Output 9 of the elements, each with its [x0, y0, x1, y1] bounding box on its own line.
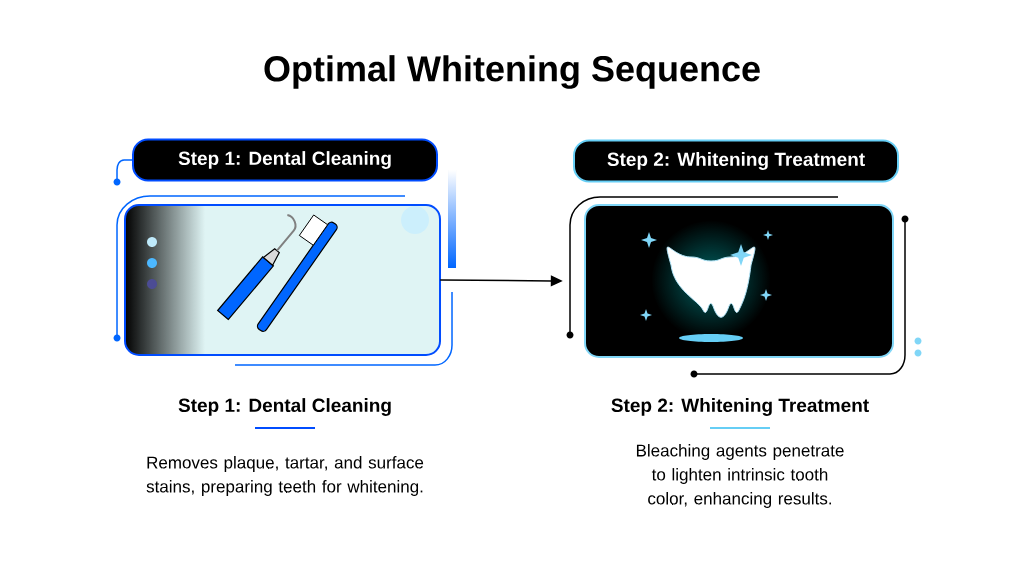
step-tag: Step 2: Whitening Treatment	[573, 139, 899, 183]
step-tag: Step 1: Dental Cleaning	[132, 138, 438, 182]
title: Optimal Whitening Sequence	[264, 55, 760, 89]
step-description: Bleaching agents penetrate to lighten intrinsic tooth color, enhancing results.	[636, 444, 844, 508]
step-heading: Step 2: Whitening Treatment	[611, 398, 869, 416]
step-description: Removes plaque, tartar, and surface stains, preparing teeth for whitening.	[146, 456, 424, 496]
tooth-drawing	[584, 204, 894, 358]
toothbrush-drawing	[124, 204, 441, 356]
step-heading: Step 1: Dental Cleaning	[178, 398, 391, 416]
